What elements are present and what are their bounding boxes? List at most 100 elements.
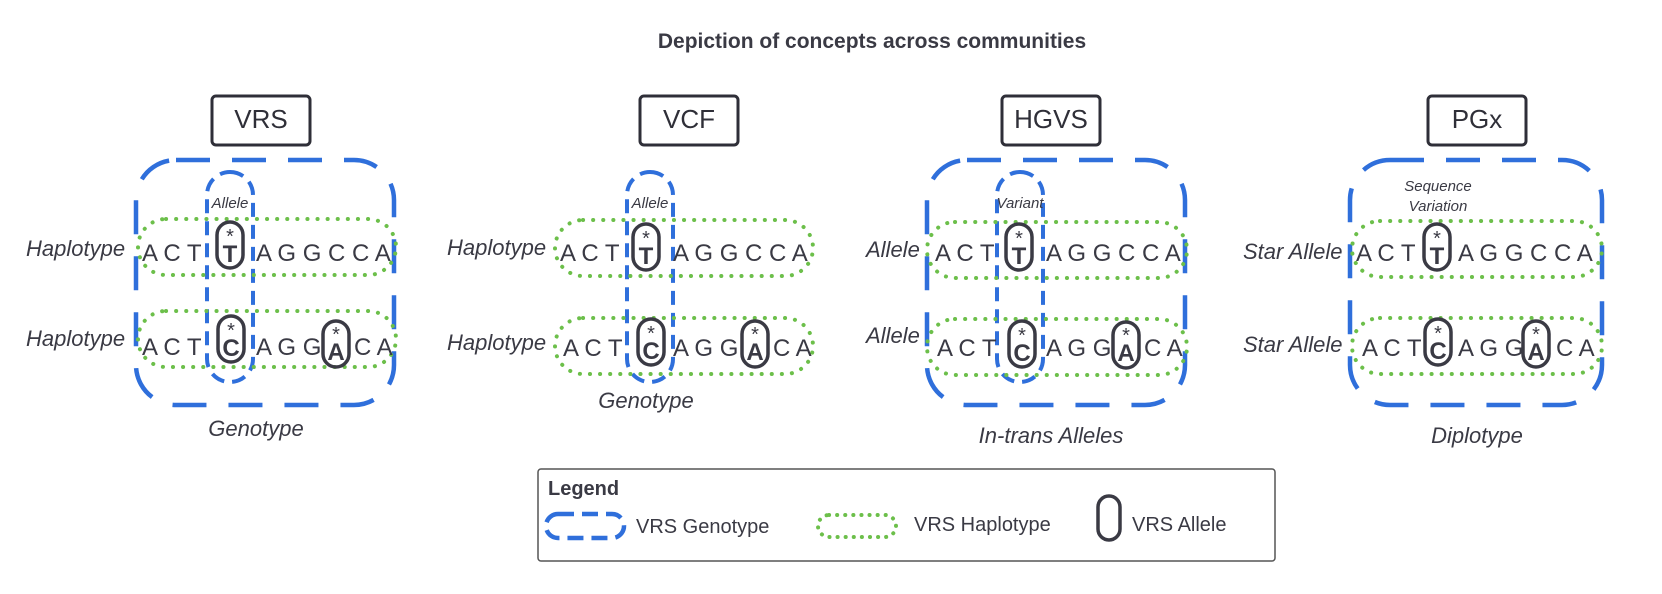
allele-box xyxy=(1111,320,1141,370)
sequence-left: A C T xyxy=(563,335,623,362)
panel-title: HGVS xyxy=(1014,104,1088,134)
variant-base: A xyxy=(327,339,344,366)
legend-allele-label: VRS Allele xyxy=(1132,514,1227,536)
star-marker: * xyxy=(1532,324,1540,346)
legend-allele-swatch xyxy=(1096,494,1122,542)
sequence-tail: C A xyxy=(1556,335,1595,362)
allele-box xyxy=(1422,222,1452,272)
panel-title-box xyxy=(210,94,312,147)
allele-box xyxy=(636,317,666,367)
star-marker: * xyxy=(226,226,234,248)
sequence-left: A C T xyxy=(142,334,202,361)
allele-box xyxy=(215,220,245,270)
inner-label: Variant xyxy=(997,195,1045,212)
legend-haplotype-label: VRS Haplotype xyxy=(914,514,1051,536)
star-marker: * xyxy=(1018,325,1026,347)
panel-vrs: VRS Allele Haplotype A C T * T A G G C C… xyxy=(26,94,398,441)
sequence-right: A G G C C A xyxy=(256,240,391,267)
row-label: Haplotype xyxy=(447,235,546,260)
sequence-tail: C A xyxy=(1144,335,1183,362)
allele-outline xyxy=(205,170,255,384)
panel-title: VRS xyxy=(234,104,287,134)
sequence-middle: A G G xyxy=(673,335,738,362)
panel-caption: Genotype xyxy=(598,388,693,413)
inner-label: Allele xyxy=(631,195,669,212)
variant-base: A xyxy=(1527,339,1544,366)
sequence-middle: A G G xyxy=(256,334,321,361)
diagram-title: Depiction of concepts across communities xyxy=(658,30,1086,53)
panel-title-box xyxy=(1426,94,1528,147)
variant-base: T xyxy=(1430,243,1445,270)
allele-box xyxy=(740,319,770,369)
sequence-right: A G G C C A xyxy=(673,240,808,267)
allele-box xyxy=(1007,319,1037,369)
sequence-tail: C A xyxy=(773,335,812,362)
allele-outline xyxy=(625,170,675,384)
legend-haplotype-swatch xyxy=(816,513,898,539)
allele-box xyxy=(1004,222,1034,272)
sequence-left: A C T xyxy=(935,240,995,267)
sequence-right: A G G C C A xyxy=(1458,240,1593,267)
genotype-outline xyxy=(1347,157,1605,408)
haplotype-outline xyxy=(925,317,1189,377)
panel-pgx: PGx Sequence Variation Star Allele A C T… xyxy=(1243,94,1605,448)
inner-label-line-1: Sequence xyxy=(1404,178,1472,195)
variant-base: C xyxy=(222,335,239,362)
allele-box xyxy=(631,222,661,272)
star-marker: * xyxy=(751,324,759,346)
panel-hgvs: HGVS Variant Allele A C T * T A G G C C … xyxy=(864,94,1189,448)
sequence-middle: A G G xyxy=(1046,335,1111,362)
star-marker: * xyxy=(1433,228,1441,250)
sequence-left: A C T xyxy=(560,240,620,267)
allele-box xyxy=(1521,319,1551,369)
legend: Legend VRS Genotype VRS Haplotype VRS Al… xyxy=(537,468,1276,562)
star-marker: * xyxy=(332,324,340,346)
haplotype-outline xyxy=(553,316,815,376)
panel-title: VCF xyxy=(663,104,715,134)
inner-label: Allele xyxy=(211,195,249,212)
legend-genotype-label: VRS Genotype xyxy=(636,516,769,538)
variant-base: C xyxy=(1429,338,1446,365)
allele-box xyxy=(321,319,351,369)
row-label: Star Allele xyxy=(1243,239,1342,264)
panel-title-box xyxy=(638,94,740,147)
sequence-tail: C A xyxy=(354,334,393,361)
legend-box xyxy=(537,468,1276,562)
panel-caption: Diplotype xyxy=(1431,423,1523,448)
inner-label-line-2: Variation xyxy=(1409,198,1468,215)
allele-box xyxy=(1423,317,1453,367)
row-label: Haplotype xyxy=(26,236,125,261)
sequence-left: A C T xyxy=(937,335,997,362)
row-label: Allele xyxy=(864,237,920,262)
sequence-right: A G G C C A xyxy=(1046,240,1181,267)
genotype-outline xyxy=(133,157,397,408)
sequence-left: A C T xyxy=(142,240,202,267)
row-label: Haplotype xyxy=(26,326,125,351)
row-label: Haplotype xyxy=(447,330,546,355)
panel-caption: Genotype xyxy=(208,416,303,441)
variant-base: T xyxy=(1012,243,1027,270)
star-marker: * xyxy=(1434,323,1442,345)
sequence-middle: A G G xyxy=(1458,335,1523,362)
sequence-left: A C T xyxy=(1356,240,1416,267)
variant-base: A xyxy=(1117,340,1134,367)
legend-genotype-swatch xyxy=(543,511,627,541)
variant-base: T xyxy=(639,243,654,270)
haplotype-outline xyxy=(553,218,815,278)
sequence-left: A C T xyxy=(1362,335,1422,362)
haplotype-outline xyxy=(925,220,1189,280)
star-marker: * xyxy=(1015,228,1023,250)
panel-title: PGx xyxy=(1452,104,1503,134)
star-marker: * xyxy=(642,228,650,250)
variant-base: A xyxy=(746,339,763,366)
genotype-outline xyxy=(924,157,1188,408)
row-label: Allele xyxy=(864,323,920,348)
star-marker: * xyxy=(1122,325,1130,347)
haplotype-outline xyxy=(136,309,398,369)
variant-base: T xyxy=(223,241,238,268)
row-label: Star Allele xyxy=(1243,332,1342,357)
variant-base: C xyxy=(642,338,659,365)
panel-title-box xyxy=(1000,94,1102,147)
star-marker: * xyxy=(227,320,235,342)
